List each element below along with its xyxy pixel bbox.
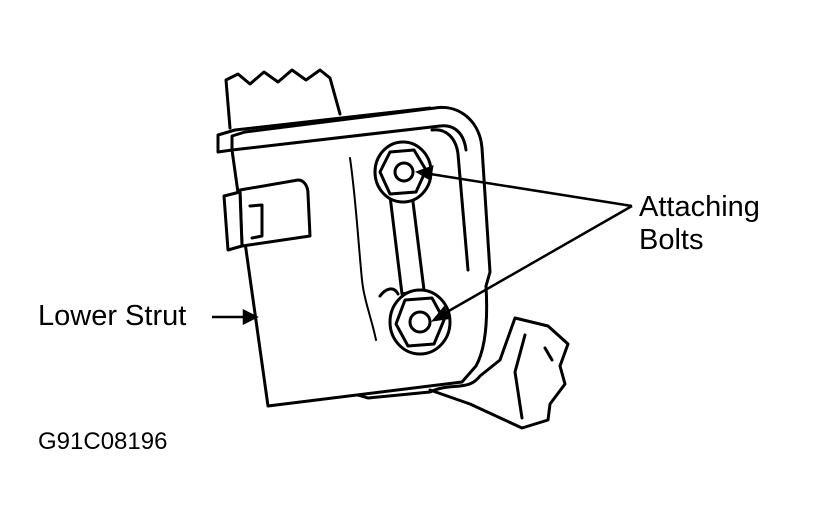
- knuckle-edge: [513, 333, 527, 420]
- attaching-bolts-label-line2: Bolts: [639, 224, 704, 256]
- figure-code: G91C08196: [38, 428, 168, 455]
- upper-bolt: [373, 140, 433, 204]
- lower-bolt: [378, 287, 452, 356]
- lower-strut-label: Lower Strut: [38, 300, 187, 332]
- attaching-bolts-arrow-lower: [439, 204, 633, 318]
- bracket-lip: [216, 106, 468, 154]
- attaching-bolts-label-line1: Attaching: [639, 191, 760, 223]
- bracket-plate: [230, 105, 492, 408]
- side-tab: [238, 178, 312, 248]
- upper-strut-stub: [224, 68, 342, 130]
- attaching-bolts-arrow-upper: [423, 171, 633, 208]
